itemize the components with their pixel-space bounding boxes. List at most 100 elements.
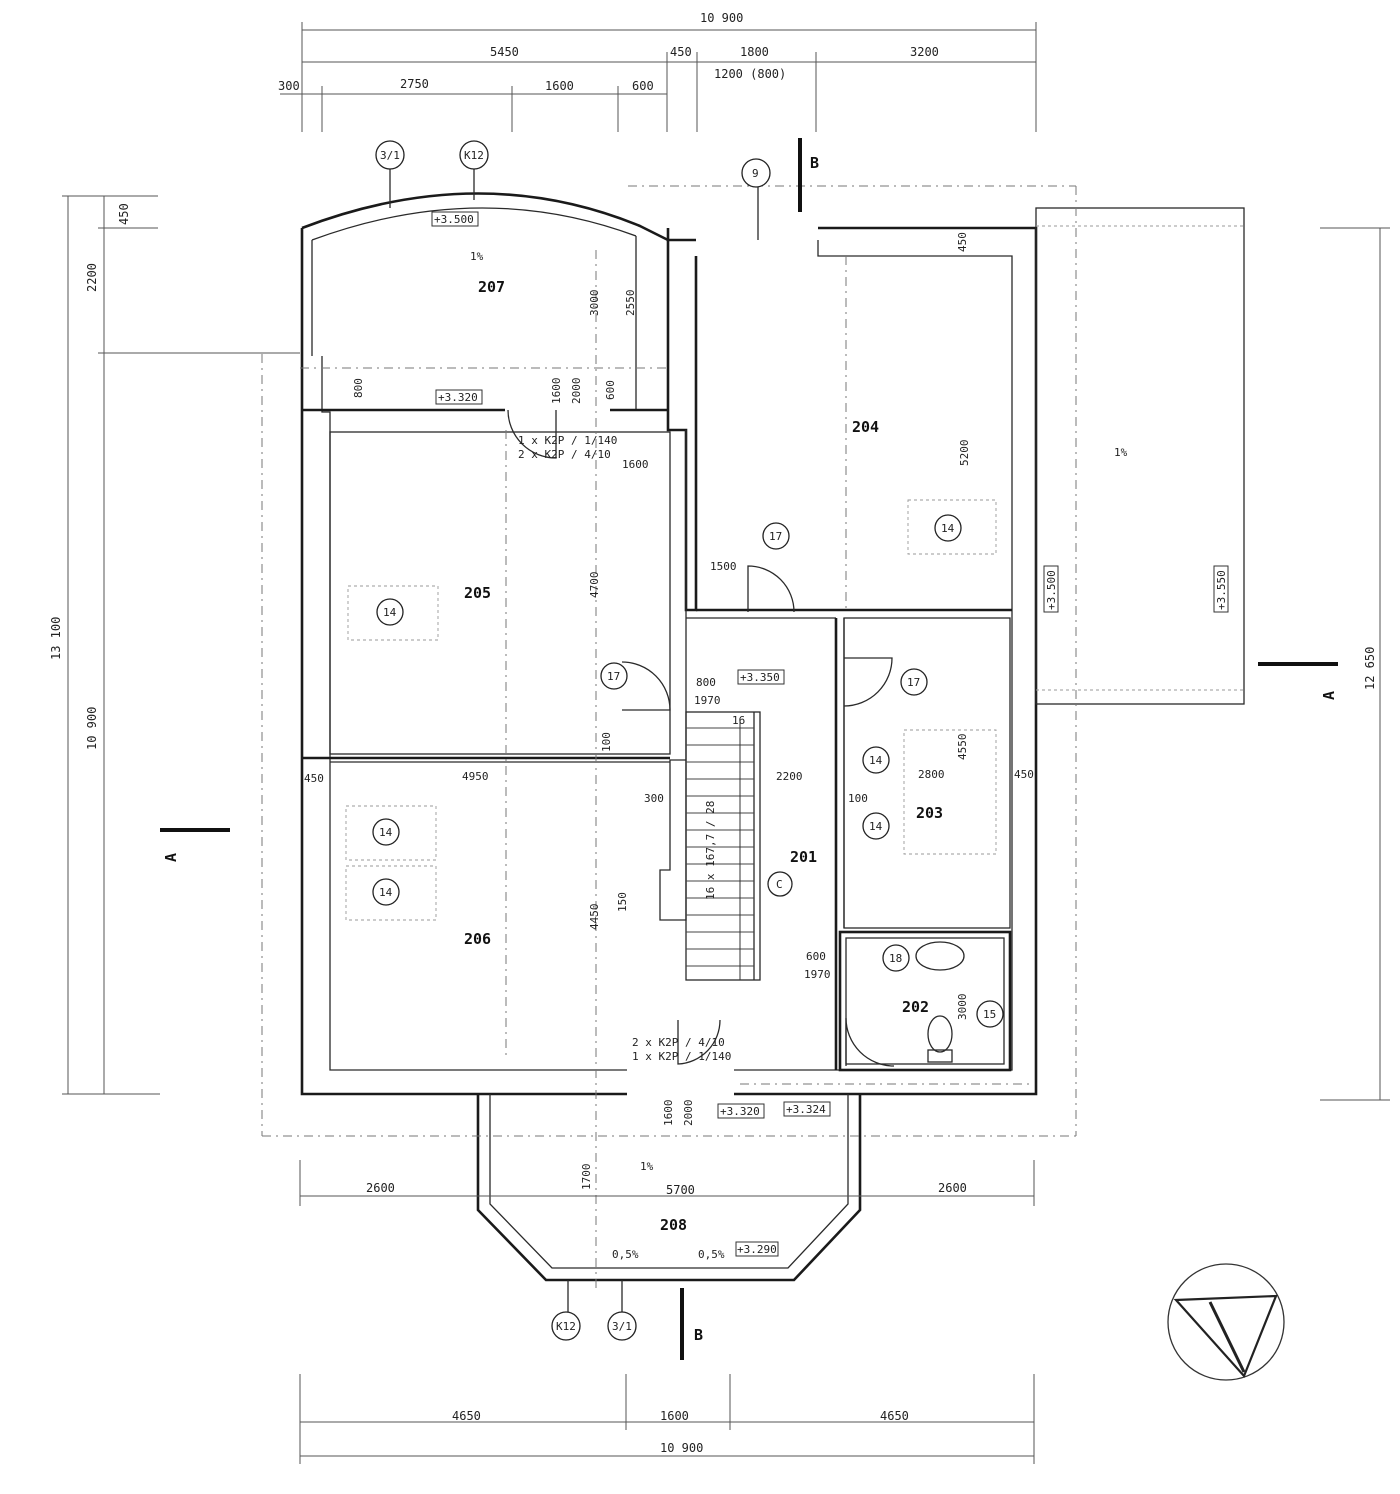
level-208: +3.290 [737,1243,777,1256]
dim-450-a: 450 [304,772,324,785]
dim-4950: 4950 [462,770,489,783]
dim-3000-b: 3000 [956,994,969,1021]
top-dim-6: 2750 [400,77,429,91]
bottom-dimension-lines: 2600 5700 2600 4650 1600 4650 10 900 [299,1160,1035,1464]
slope-labels: 0,5% 0,5% 1% 1% 1% [470,250,1128,1261]
inner-dimensions: 3000 2550 800 1600 2000 600 1600 4700 44… [304,232,1034,1190]
room-203: 203 [916,804,943,822]
top-dim-opening: 1200 (800) [714,67,786,81]
item-tags: 14 14 14 14 14 14 17 17 17 18 15 [372,514,1004,1028]
overall-width-top: 10 900 [700,11,743,25]
dim-1970-b: 1970 [804,968,831,981]
dim-1700: 1700 [580,1164,593,1191]
dim-5200: 5200 [958,440,971,467]
slope-208-c: 1% [640,1160,654,1173]
top-dim-3: 1800 [740,45,769,59]
dim-4450: 4450 [588,904,601,931]
left-dim-1: 450 [117,203,131,225]
bottom-dim-2: 5700 [666,1183,695,1197]
dim-800-b: 800 [696,676,716,689]
slope-208-b: 0,5% [698,1248,725,1261]
door-mark-205-2: 2 x K2P / 4/10 [518,448,611,461]
room-201: 201 [790,848,817,866]
tag-17-205: 17 [607,670,620,683]
level-markers: +3.500 +3.320 +3.350 +3.320 +3.324 +3.29… [431,211,1229,1257]
room-204: 204 [852,418,879,436]
dim-450-b: 450 [1014,768,1034,781]
callout-9: 9 [752,167,759,180]
top-dim-5: 300 [278,79,300,93]
dim-100: 100 [848,792,868,805]
door-mark-206-1: 2 x K2P / 4/10 [632,1036,725,1049]
tag-14-206a: 14 [379,826,393,839]
left-dim-3: 10 900 [85,707,99,750]
dim-150: 150 [616,892,629,912]
bottom-dim-1: 2600 [366,1181,395,1195]
dim-3000: 3000 [588,290,601,317]
tag-14-204: 14 [941,522,955,535]
callouts: 9 K12 3/1 K12 3/1 C [375,140,793,1341]
tag-14-205: 14 [383,606,397,619]
tag-14-203b: 14 [869,820,883,833]
exterior-walls [300,192,1245,1282]
dim-4700: 4700 [588,572,601,599]
room-labels: 207 204 205 206 201 203 202 208 [464,278,943,1234]
dim-2550: 2550 [624,290,637,317]
top-dim-8: 600 [632,79,654,93]
dim-600-b: 600 [806,950,826,963]
stairs-label: 16 x 167,7 / 28 [704,801,717,900]
dim-1970-a: 1970 [694,694,721,707]
dim-300: 300 [644,792,664,805]
left-dimension-lines: 13 100 450 2200 10 900 [49,195,300,1095]
dim-1500: 1500 [710,560,737,573]
staircase: 16 16 x 167,7 / 28 [685,711,761,981]
tag-15-202: 15 [983,1008,996,1021]
level-stair: +3.350 [740,671,780,684]
room-207: 207 [478,278,505,296]
callout-c: C [776,878,783,891]
dim-100-b: 100 [600,732,613,752]
bottom-dim-4: 4650 [452,1409,481,1423]
dim-600-a: 600 [604,380,617,400]
tag-14-203a: 14 [869,754,883,767]
bottom-dim-5: 1600 [660,1409,689,1423]
callout-detail-bottom: 3/1 [612,1320,632,1333]
overall-height-left: 13 100 [49,617,63,660]
center-lines [261,185,1077,1290]
tag-17-204: 17 [769,530,782,543]
level-entry: +3.320 [720,1105,760,1118]
dim-1600-c: 1600 [662,1100,675,1127]
top-dimension-lines: 10 900 5450 450 1800 3200 1200 (800) 300… [278,11,1037,132]
tag-17-203: 17 [907,676,920,689]
bottom-dim-6: 4650 [880,1409,909,1423]
callout-detail-top: 3/1 [380,149,400,162]
section-b-top: B [810,154,819,172]
dim-1600-b: 1600 [622,458,649,471]
bottom-dim-3: 2600 [938,1181,967,1195]
overall-width-bottom: 10 900 [660,1441,703,1455]
dim-2000-b: 2000 [682,1100,695,1127]
overall-height-right: 12 650 [1363,647,1377,690]
top-dim-2: 450 [670,45,692,59]
dim-1600-a: 1600 [550,378,563,405]
dim-2800: 2800 [918,768,945,781]
room-206: 206 [464,930,491,948]
level-terrace-1: +3.500 [1045,570,1058,610]
right-dimension-lines: 12 650 [1320,227,1390,1101]
door-mark-206-2: 1 x K2P / 1/140 [632,1050,731,1063]
section-marks: B B A A [160,138,1338,1360]
top-dim-1: 5450 [490,45,519,59]
slope-207: 1% [470,250,484,263]
door-mark-205-1: 1 x K2P / 1/140 [518,434,617,447]
section-a-left: A [162,853,180,862]
interior-walls [302,240,1012,1072]
slope-terrace: 1% [1114,446,1128,459]
level-entry-2: +3.324 [786,1103,826,1116]
north-arrow-icon [1167,1263,1285,1381]
dim-2000-a: 2000 [570,378,583,405]
tag-18-202: 18 [889,952,902,965]
room-202: 202 [902,998,929,1016]
top-dim-7: 1600 [545,79,574,93]
door-marks: 1 x K2P / 1/140 2 x K2P / 4/10 2 x K2P /… [518,434,731,1063]
